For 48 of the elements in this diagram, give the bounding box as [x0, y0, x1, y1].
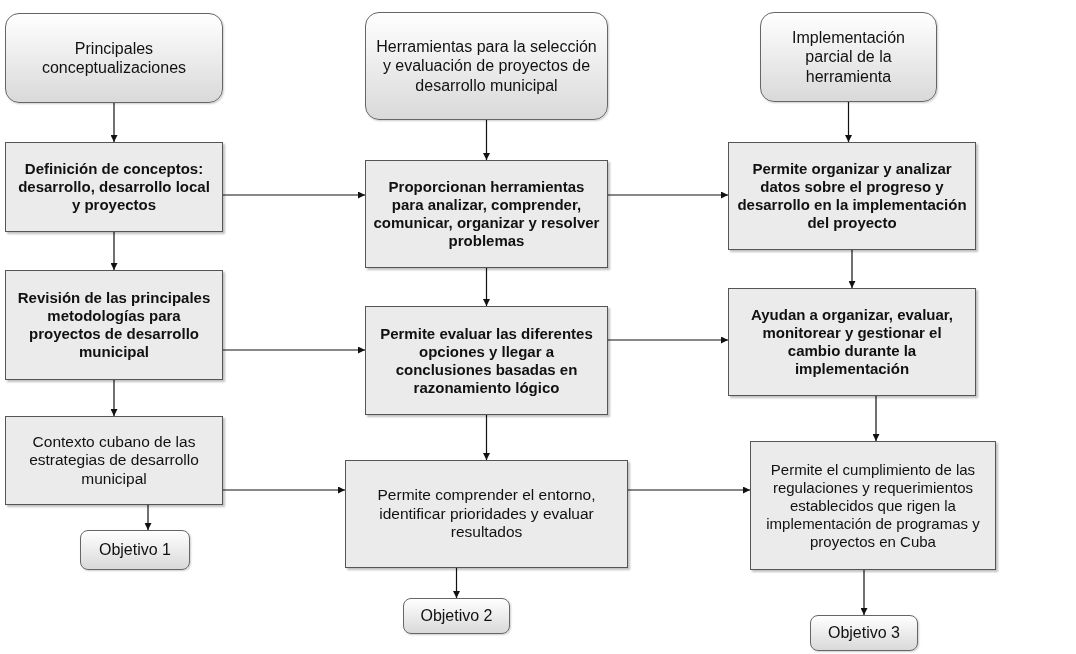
- arrow: [607, 191, 729, 199]
- node-text: Objetivo 3: [827, 623, 900, 643]
- arrow: [222, 346, 366, 354]
- node-text: Ayudan a organizar, evaluar, monitorear y gestionar el cambio durante la implementación: [750, 306, 954, 378]
- node-text: Revisión de las principales metodologías para proyectos de desarrollo municipal: [16, 289, 212, 361]
- arrow: [483, 267, 490, 307]
- process-box: [728, 142, 976, 250]
- node-text: Definición de conceptos: desarrollo, desarrollo local y proyectos: [17, 160, 211, 214]
- arrow: [110, 102, 118, 143]
- node-text: Permite organizar y analizar datos sobre el progreso y desarrollo en la implementación del proyecto: [736, 160, 968, 232]
- node-text: Permite comprender el entorno, identificar prioridades y evaluar resultados: [376, 486, 597, 542]
- arrow: [222, 191, 366, 199]
- heading-box: [5, 13, 223, 103]
- node-text: Herramientas para la selección y evaluación de proyectos de desarrollo municipal: [375, 37, 598, 95]
- objective-box: [403, 598, 510, 634]
- process-box: [5, 416, 223, 505]
- process-box: [5, 142, 223, 232]
- arrow: [872, 395, 880, 442]
- objective-box: [80, 530, 190, 570]
- node-text: Permite evaluar las diferentes opciones y llegar a conclusiones basadas en razonamiento lógico: [379, 324, 594, 397]
- node-text: Permite el cumplimiento de las regulaciones y requerimientos establecidos que rigen la implementación de programas y proyectos en Cuba: [765, 460, 981, 551]
- node-text: Objetivo 2: [420, 606, 493, 626]
- heading-box: [365, 12, 608, 120]
- node-text: Proporcionan herramientas para analizar, comprender, comunicar, organizar y resolver problemas: [372, 178, 601, 250]
- arrow: [860, 569, 868, 616]
- process-box: [750, 441, 996, 570]
- arrow: [845, 101, 852, 143]
- process-box: [345, 460, 628, 568]
- node-text: Objetivo 1: [98, 540, 171, 560]
- process-box: [728, 288, 976, 396]
- arrow: [483, 119, 490, 161]
- arrow: [222, 486, 346, 494]
- arrow: [110, 231, 118, 271]
- arrow: [110, 379, 118, 417]
- process-box: [365, 160, 608, 268]
- arrow: [453, 567, 460, 599]
- node-text: Principales conceptualizaciones: [40, 38, 188, 78]
- heading-box: [760, 12, 937, 102]
- arrow: [627, 486, 751, 494]
- arrow: [607, 336, 729, 344]
- arrow: [483, 414, 490, 461]
- node-text: Contexto cubano de las estrategias de desarrollo municipal: [28, 432, 200, 489]
- arrow: [144, 504, 152, 531]
- process-box: [5, 270, 223, 380]
- node-text: Implementación parcial de la herramienta: [791, 28, 906, 86]
- objective-box: [810, 615, 918, 651]
- process-box: [365, 306, 608, 415]
- arrow: [848, 249, 856, 289]
